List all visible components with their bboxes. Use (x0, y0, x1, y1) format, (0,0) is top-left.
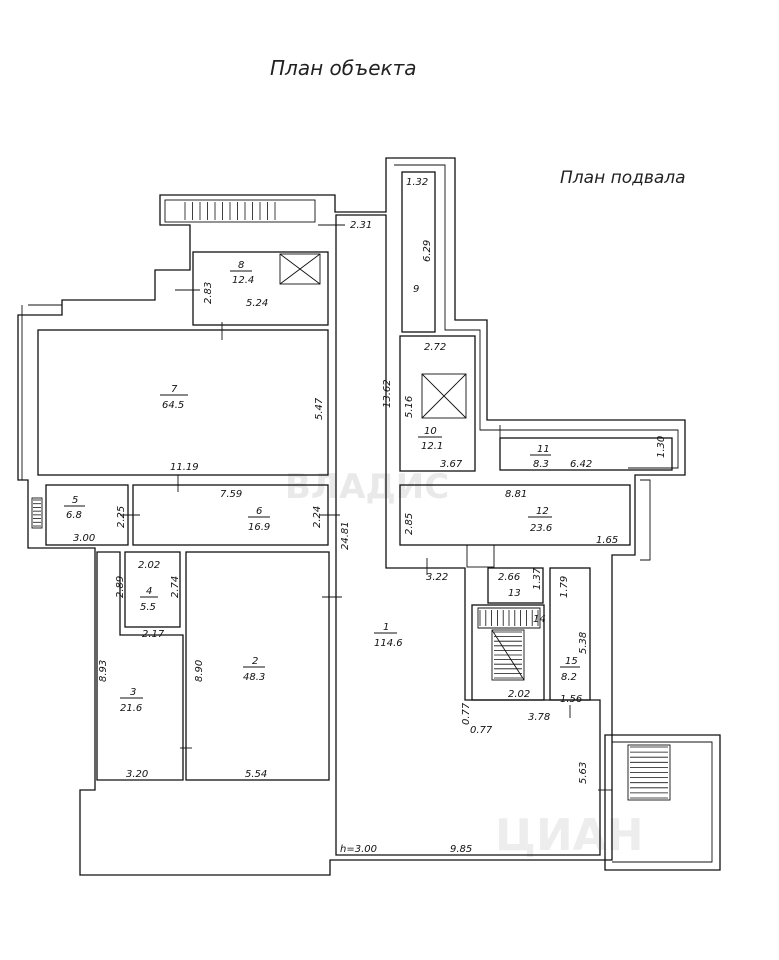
dimension: 2.85 (404, 513, 415, 535)
room-area: 64.5 (162, 400, 184, 411)
dimension: 3.78 (528, 712, 550, 723)
dimension: 8.93 (98, 660, 109, 682)
dimension: 2.02 (138, 560, 160, 571)
dimension: 5.24 (246, 298, 268, 309)
dimension: 1.65 (596, 535, 618, 546)
room-area: 8.2 (561, 672, 577, 683)
stairs-top-icon (164, 199, 316, 223)
room-area: 6.8 (66, 510, 82, 521)
dimension: 3.22 (426, 572, 448, 583)
room-number: 4 (146, 586, 152, 597)
elevator-shaft-icon (421, 373, 467, 419)
dimension: 6.42 (570, 459, 592, 470)
dimension: 6.29 (422, 240, 433, 262)
dimension: 5.54 (245, 769, 267, 780)
dimension: 11.19 (170, 462, 199, 473)
dimension: 2.74 (170, 576, 181, 598)
dimension: 13.62 (382, 379, 393, 408)
room-number: 1 (383, 622, 389, 633)
dimension: 2.31 (350, 220, 372, 231)
dimension-labels: 2.31 1.32 6.29 2.83 5.24 13.62 2.72 5.16… (73, 177, 667, 855)
dimension: 8.81 (505, 489, 527, 500)
room-area: 16.9 (248, 522, 270, 533)
dimension: 5.38 (578, 632, 589, 654)
dimension: 5.63 (578, 762, 589, 784)
dimension: 9.85 (450, 844, 472, 855)
dimension: 1.37 (532, 567, 543, 590)
room-area: 12.1 (421, 441, 443, 452)
outer-walls (17, 157, 721, 876)
room-walls (37, 171, 673, 856)
dimension: 2.25 (116, 506, 127, 528)
room-area: 48.3 (243, 672, 265, 683)
room-number: 2 (252, 656, 258, 667)
room-area: 12.4 (232, 275, 254, 286)
watermark-bottom: ЦИАН (495, 810, 644, 861)
dimension: 24.81 (340, 521, 351, 550)
room-number: 10 (424, 426, 437, 437)
dimension: 2.02 (508, 689, 530, 700)
room-area: 23.6 (530, 523, 552, 534)
elevator-shaft-icon (279, 253, 321, 285)
dimension: 2.83 (203, 282, 214, 304)
dimension: 7.59 (220, 489, 242, 500)
dimension: 2.66 (498, 572, 520, 583)
room-area: 8.3 (533, 459, 549, 470)
dimension: 0.77 (461, 702, 472, 725)
dimension: 5.16 (404, 396, 415, 418)
title-object-plan: План объекта (270, 56, 417, 80)
room-number: 9 (413, 284, 419, 295)
room-number: 6 (256, 506, 262, 517)
dimension: 2.89 (115, 576, 126, 598)
room-number: 5 (72, 495, 78, 506)
room-number: 3 (130, 687, 136, 698)
title-basement-plan: План подвала (560, 168, 686, 188)
room-number: 7 (171, 384, 178, 395)
dimension: 3.67 (440, 459, 463, 470)
dimension: 2.24 (312, 506, 323, 528)
room-labels: 1 114.6 2 48.3 3 21.6 4 5.5 5 6.8 6 16.9… (64, 260, 580, 714)
dimension: 3.20 (126, 769, 148, 780)
room-number: 11 (537, 444, 550, 455)
dimension: 1.56 (560, 694, 582, 705)
dimension: 1.32 (406, 177, 428, 188)
room-area: 5.5 (140, 602, 156, 613)
room-area: 21.6 (120, 703, 142, 714)
dimension: 3.00 (73, 533, 95, 544)
room-number: 14 (533, 614, 546, 625)
room-number: 8 (238, 260, 244, 271)
dimension: 0.77 (470, 725, 493, 736)
stairs-right-icon (627, 744, 671, 801)
door-marks (120, 224, 612, 791)
room-number: 13 (508, 588, 521, 599)
stairs-room14-icon (477, 607, 541, 681)
dimension: 1.79 (559, 576, 570, 598)
dimension: 5.47 (314, 397, 325, 420)
watermark-top: ВЛАДИС (285, 467, 449, 507)
dimension: 1.30 (656, 436, 667, 458)
room-number: 15 (565, 656, 578, 667)
dimension: 2.17 (142, 629, 165, 640)
room-number: 12 (536, 506, 549, 517)
height-note: h=3.00 (340, 844, 377, 855)
dimension: 2.72 (424, 342, 446, 353)
stairs-left-icon (31, 497, 43, 529)
dimension: 8.90 (194, 660, 205, 682)
room-area: 114.6 (374, 638, 403, 649)
